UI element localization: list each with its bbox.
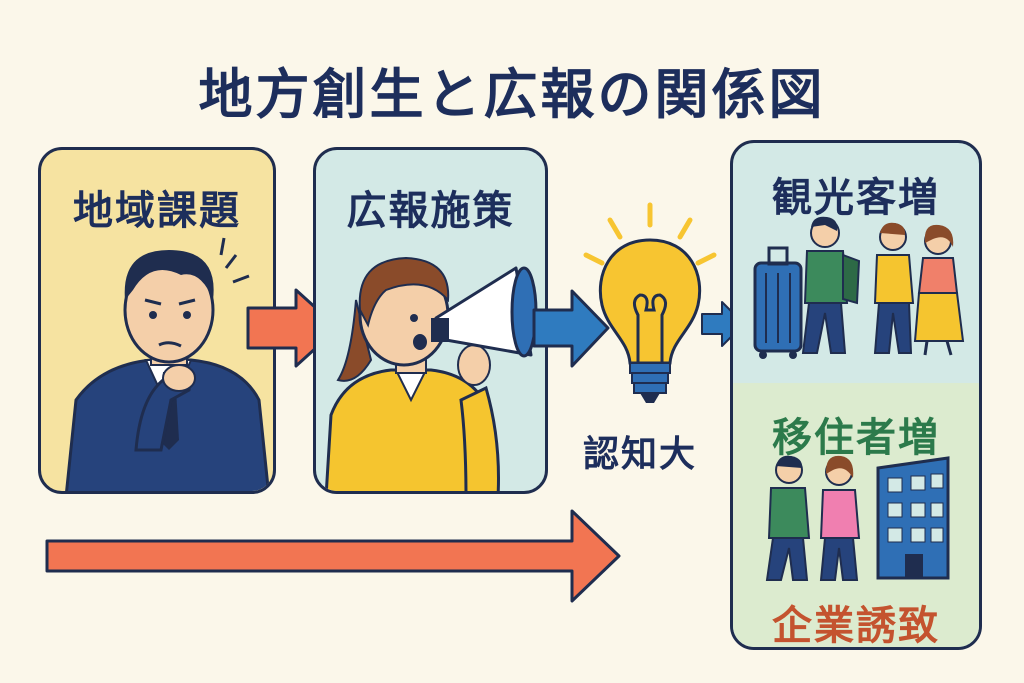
arrow-long-bottom xyxy=(45,509,621,603)
panel-regional-issues: 地域課題 xyxy=(38,147,276,494)
label-tourism-increase: 観光客増 xyxy=(772,175,940,221)
tourist-group xyxy=(753,216,965,359)
tourist-couple xyxy=(873,222,965,356)
worried-businessman xyxy=(65,237,270,491)
label-regional-issues: 地域課題 xyxy=(73,188,241,234)
panel-pr-measures: 広報施策 xyxy=(313,147,548,494)
lightbulb-icon xyxy=(583,202,717,403)
label-business-attraction: 企業誘致 xyxy=(772,603,940,649)
awareness-label: 認知大 xyxy=(583,434,698,475)
label-migrant-increase: 移住者増 xyxy=(772,415,940,461)
label-pr-measures: 広報施策 xyxy=(346,188,515,234)
page-title: 地方創生と広報の関係図 xyxy=(198,63,826,126)
office-building-icon xyxy=(876,456,950,580)
tourist-man xyxy=(801,216,861,354)
woman-with-megaphone xyxy=(324,256,538,491)
migrant-scene xyxy=(765,455,950,581)
panel-results: 観光客増 移住者増 xyxy=(730,140,982,650)
migrant-couple xyxy=(765,455,861,581)
suitcase-icon xyxy=(753,246,803,359)
arrow-pr-to-awareness xyxy=(532,289,610,368)
